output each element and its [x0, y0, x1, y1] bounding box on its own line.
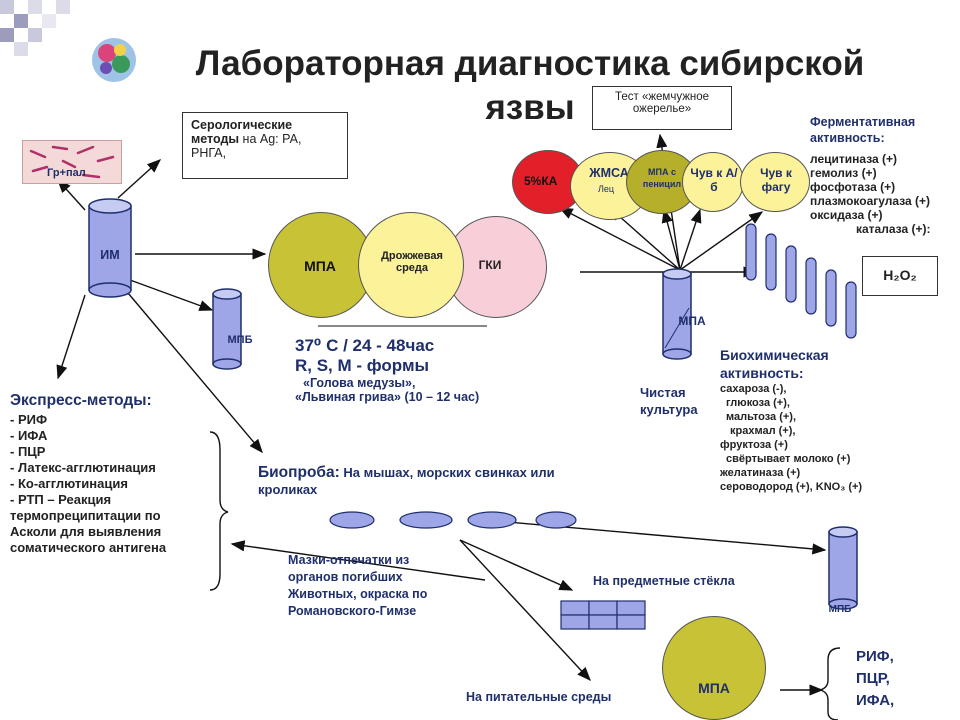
zhmsa-label: ЖМСА — [589, 166, 629, 180]
glass-slides — [560, 600, 648, 632]
smear-label: Гр+пал — [47, 167, 86, 179]
colony-image-icon — [92, 38, 136, 82]
express-item: - Ко-агглютинация — [10, 476, 128, 491]
biochem-item: мальтоза (+), — [726, 411, 797, 423]
biochem-item: желатиназа (+) — [720, 467, 801, 479]
final-method: РИФ, — [856, 648, 894, 665]
final-method: ИФА, — [856, 692, 895, 709]
final-methods: РИФ, ПЦР, ИФА, — [856, 646, 894, 712]
im-tube-label: ИМ — [100, 248, 120, 262]
page-title: Лабораторная диагностика сибирской язвы — [195, 44, 865, 127]
mpa-pen-label: МПА с пеницил — [642, 167, 682, 189]
yeast-circle — [358, 212, 464, 318]
slides-label: На предметные стёкла — [593, 574, 735, 588]
im-tube: ИМ — [88, 198, 132, 298]
mpb-tube-bottom — [828, 526, 858, 612]
ka-label: 5%КА — [524, 174, 558, 188]
express-heading: Экспресс-методы: — [10, 392, 152, 409]
corner-decoration — [0, 0, 70, 60]
biochem-item: свёртывает молоко (+) — [726, 453, 851, 465]
smears-text: Мазки-отпечатки из органов погибших Живо… — [288, 553, 428, 618]
mpa-bottom-circle — [662, 616, 766, 720]
biochem-tubes — [742, 222, 862, 352]
mpa-bottom-label: МПА — [698, 680, 730, 696]
biochem-item: фруктоза (+) — [720, 439, 788, 451]
smear-image: Гр+пал — [22, 140, 122, 184]
express-methods: Экспресс-методы: - РИФ - ИФА - ПЦР - Лат… — [10, 392, 220, 556]
express-item: - Латекс-агглютинация — [10, 460, 156, 475]
mpb-tube-label: МПБ — [227, 334, 253, 346]
h2o2-box: H₂O₂ — [862, 256, 938, 296]
mpa-label: МПА — [304, 258, 336, 274]
express-item: соматического антигена — [10, 540, 167, 555]
yeast-label: Дрожжевая среда — [381, 250, 443, 274]
bacilli-icon — [29, 145, 115, 179]
incubation-text: 37⁰ С / 24 - 48час R, S, M - формы «Голо… — [295, 336, 480, 404]
pure-culture-text: Чистая культура — [640, 385, 698, 417]
media-label: На питательные среды — [466, 690, 612, 704]
enzyme-item: оксидаза (+) — [810, 208, 883, 222]
mpb-tube-bottom-label: МПБ — [828, 604, 852, 615]
serology-box: Серологические методы на Ag: РА, РНГА, — [182, 112, 348, 179]
express-item: - ИФА — [10, 428, 48, 443]
enzyme-item: каталаза (+): — [856, 222, 931, 236]
biochem-item: сероводород (+), KNO₃ (+) — [720, 481, 863, 493]
biochem-item: сахароза (-), — [720, 383, 787, 395]
mpa-pure-tube — [662, 268, 692, 362]
express-item: - РИФ — [10, 412, 48, 427]
enzyme-item: фосфотаза (+) — [810, 180, 896, 194]
pearl-test-box: Тест «жемчужное ожерелье» — [592, 86, 732, 130]
enzyme-item: плазмокоагулаза (+) — [810, 194, 931, 208]
gki-label: ГКИ — [478, 258, 502, 272]
enzyme-activity: Ферментативная активность: лецитиназа (+… — [810, 114, 960, 236]
express-item: - РТП – Реакция — [10, 492, 112, 507]
express-item: - ПЦР — [10, 444, 46, 459]
enzyme-heading: Ферментативная активность: — [810, 115, 916, 145]
biochem-item: глюкоза (+), — [726, 397, 790, 409]
chuv-ab-label: Чув к А/б — [690, 166, 738, 194]
biochem-activity: Биохимическая активность: сахароза (-), … — [720, 346, 955, 494]
biochem-heading: Биохимическая активность: — [720, 347, 829, 381]
biochem-item: крахмал (+), — [730, 425, 796, 437]
mpa-pure-tube-label: МПА — [678, 314, 706, 328]
enzyme-item: лецитиназа (+) — [810, 152, 898, 166]
chuv-phage-circle — [740, 152, 810, 212]
express-item: термопреципитации по — [10, 508, 161, 523]
zhmsa-sub-label: Лец — [598, 184, 615, 194]
chuv-phage-label: Чув к фагу — [760, 166, 792, 194]
chuv-ab-circle — [682, 152, 744, 212]
mpb-tube — [212, 288, 242, 370]
express-item: Асколи для выявления — [10, 524, 162, 539]
animal-icons — [328, 508, 588, 532]
enzyme-item: гемолиз (+) — [810, 166, 877, 180]
final-method: ПЦР, — [856, 670, 890, 687]
bioprobe-text: Биопроба: На мышах, морских свинках или … — [258, 464, 555, 497]
mpa-circle — [268, 212, 374, 318]
